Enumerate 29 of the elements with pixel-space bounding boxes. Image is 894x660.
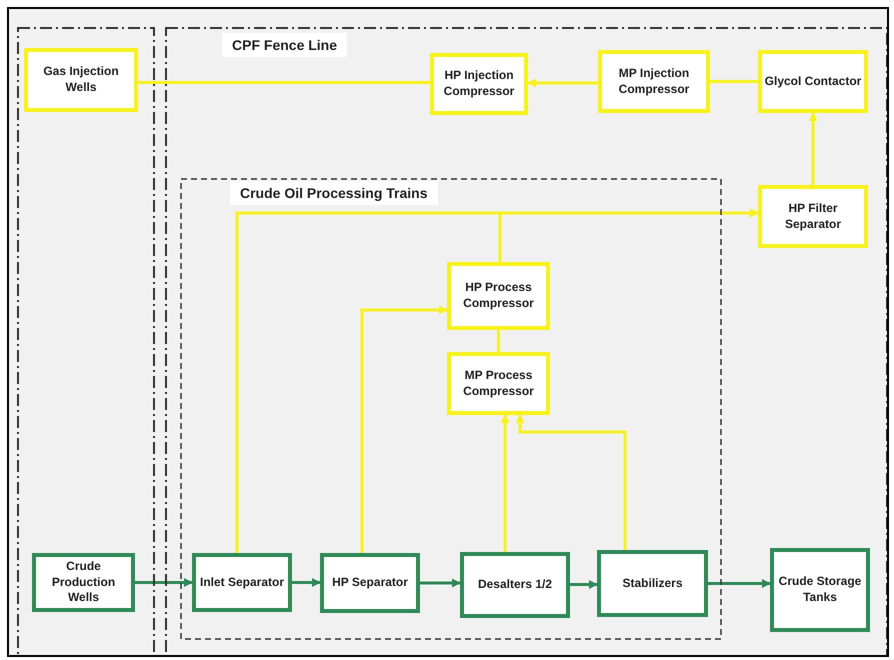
process-box: HP Injection Compressor <box>430 53 528 115</box>
flow-arrow <box>500 414 510 552</box>
process-box: Inlet Separator <box>192 553 292 612</box>
process-box: Stabilizers <box>597 550 708 617</box>
process-box: HP Process Compressor <box>447 262 550 330</box>
region-title: Crude Oil Processing Trains <box>230 181 438 205</box>
connector-line <box>710 80 758 83</box>
process-box: Glycol Contactor <box>758 50 868 113</box>
flow-arrow <box>498 208 759 262</box>
process-box: Gas Injection Wells <box>24 48 138 112</box>
process-box: Desalters 1/2 <box>460 552 570 618</box>
process-box: Crude Storage Tanks <box>770 548 870 632</box>
connector-line <box>497 330 500 352</box>
process-box: MP Injection Compressor <box>598 50 710 113</box>
process-box: HP Separator <box>320 553 420 613</box>
flow-arrow <box>135 578 193 587</box>
region-title: CPF Fence Line <box>222 33 348 57</box>
flow-arrow <box>292 578 321 587</box>
connector-line <box>138 81 430 84</box>
flow-arrow <box>527 78 598 88</box>
process-box: HP Filter Separator <box>758 185 868 248</box>
flow-arrow <box>516 414 626 550</box>
flow-arrow <box>570 580 598 589</box>
flow-arrow <box>360 306 448 553</box>
flow-arrow <box>420 578 461 588</box>
process-box: MP Process Compressor <box>447 352 550 415</box>
flow-arrow <box>808 112 818 185</box>
process-box: Crude Production Wells <box>32 553 135 612</box>
flow-arrow <box>708 579 771 588</box>
